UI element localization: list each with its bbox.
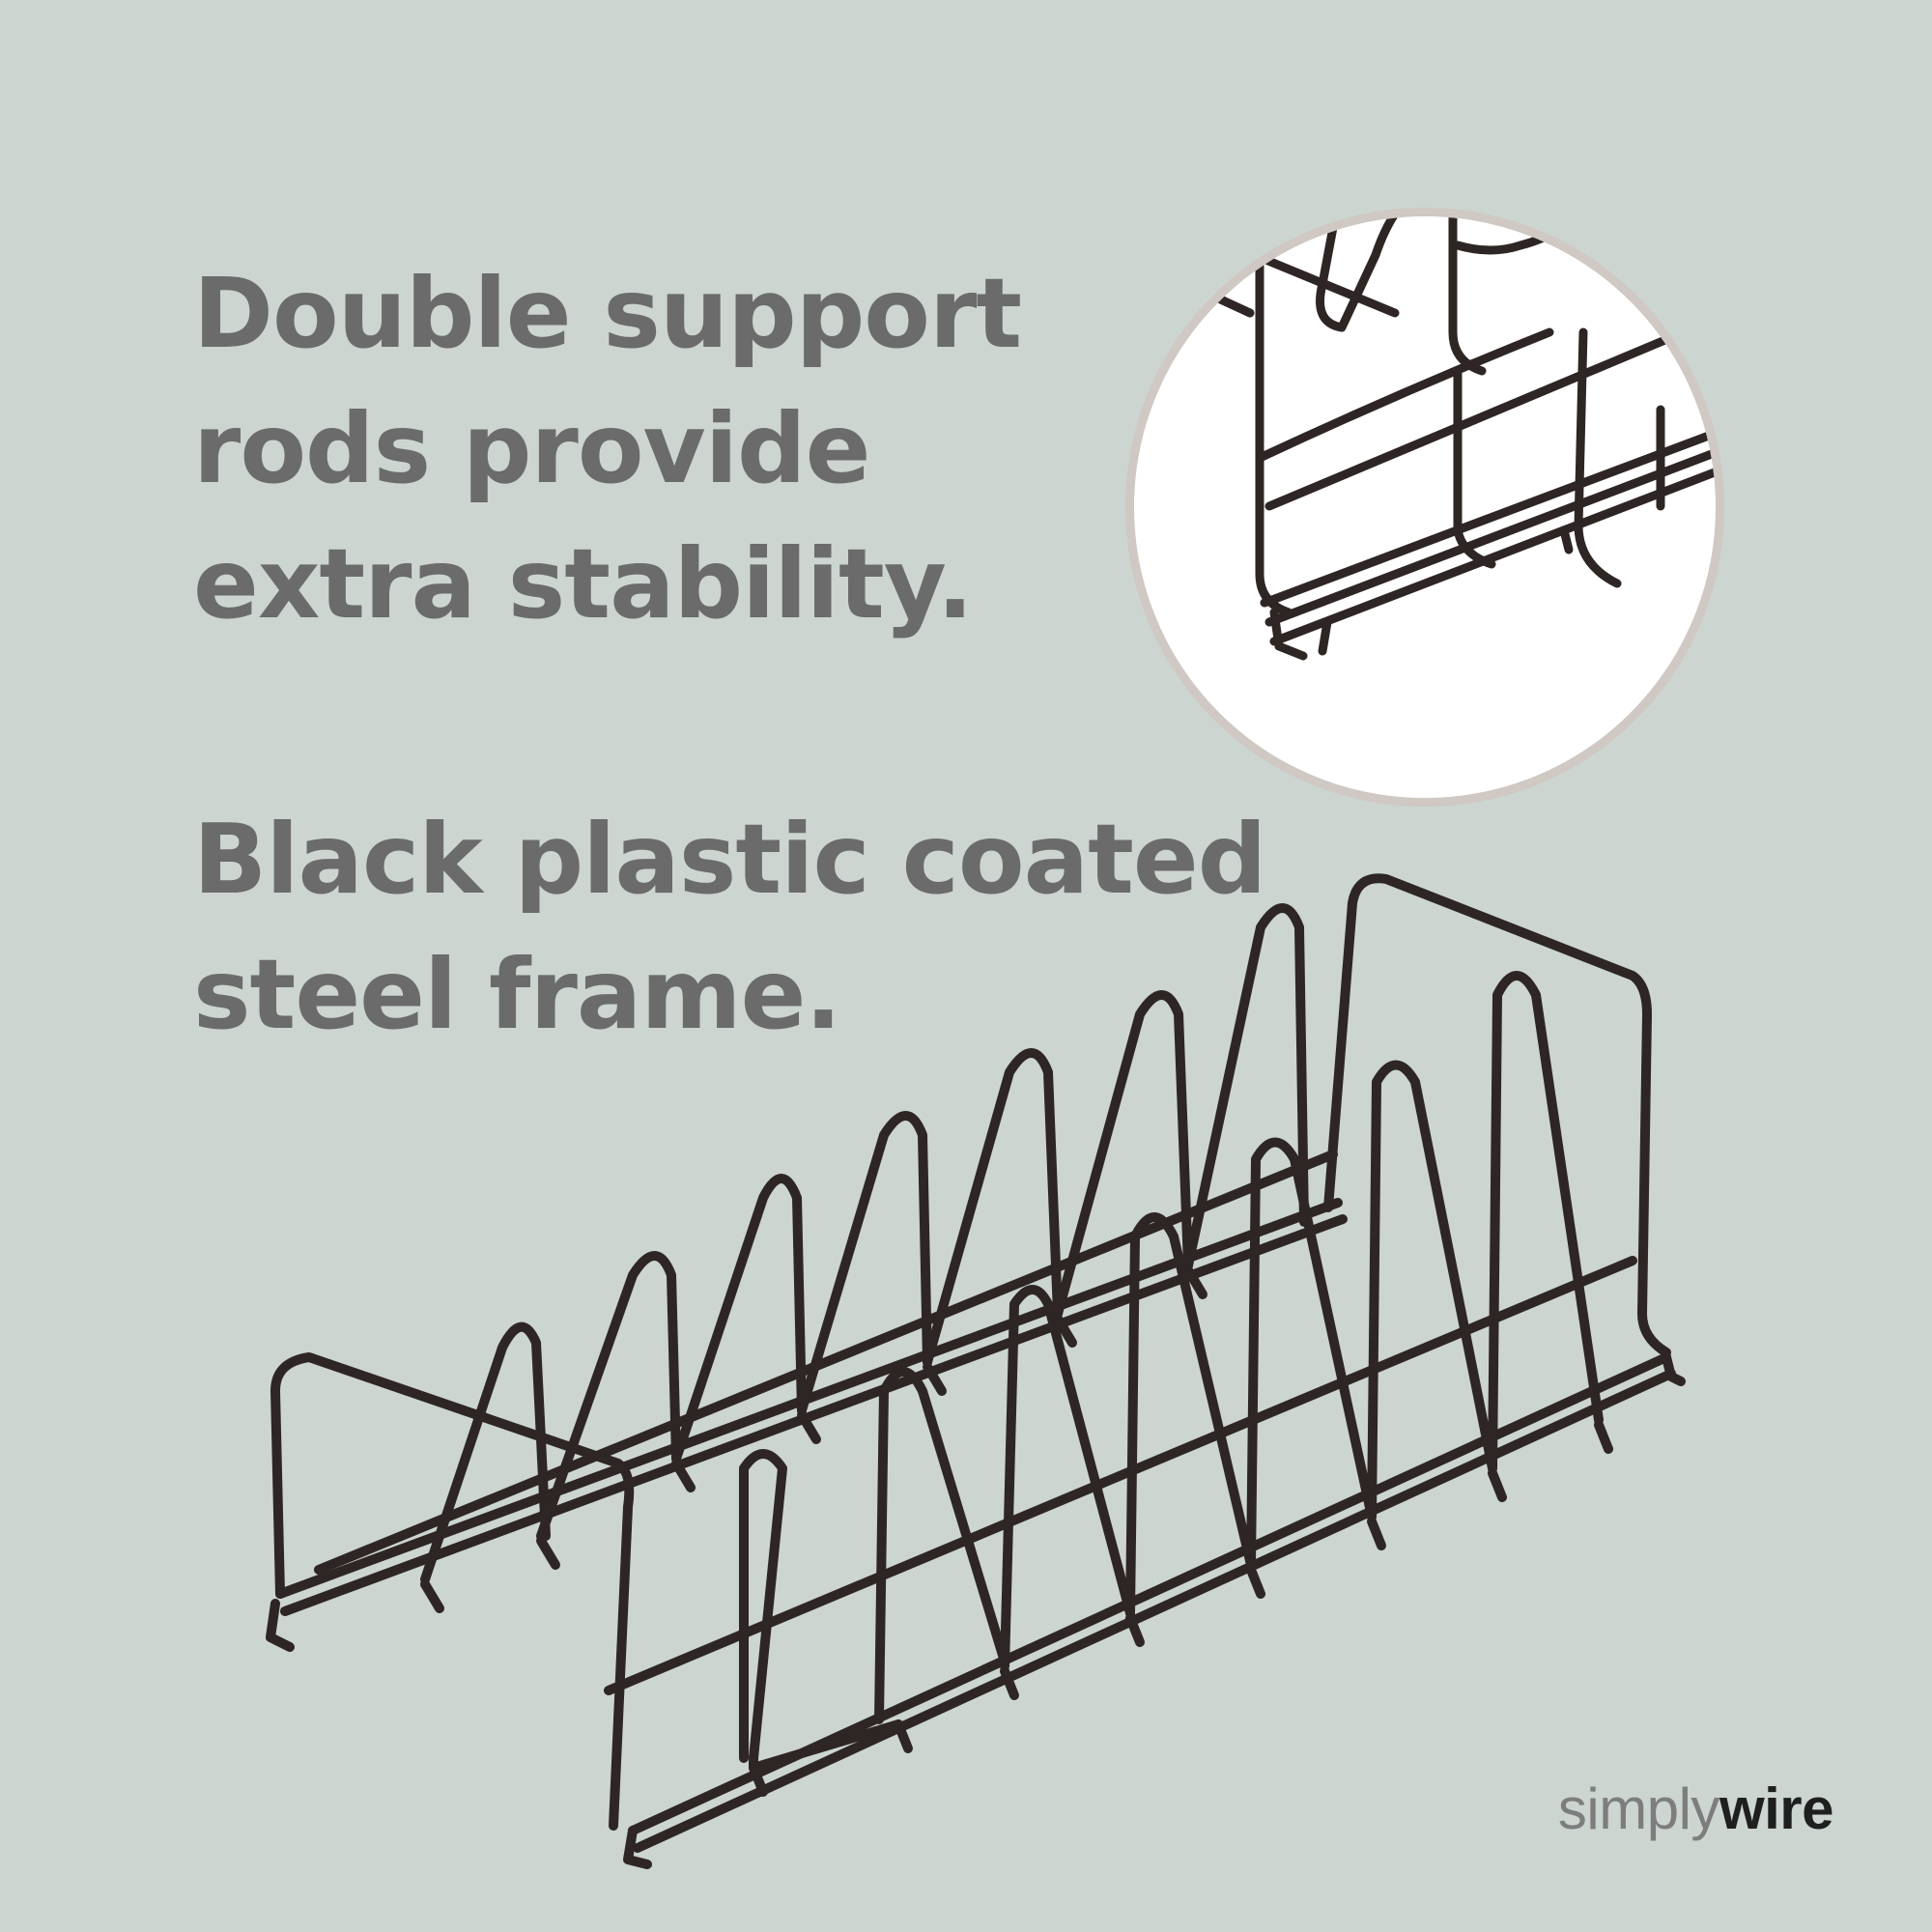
headline-stability-line-1: Double support	[193, 257, 1022, 370]
headline-frame-line-2: steel frame.	[193, 938, 841, 1051]
detail-inset-image	[1125, 208, 1724, 807]
headline-frame-line-1: Black plastic coated	[193, 803, 1266, 916]
brand-logo: simplywire	[1557, 1776, 1834, 1843]
headline-stability-line-2: rods provide	[193, 392, 870, 505]
brand-logo-prefix: simply	[1557, 1776, 1720, 1841]
headline-stability-line-3: extra stability.	[193, 527, 974, 640]
headline-frame: Black plastic coated steel frame.	[193, 792, 1294, 1063]
brand-logo-suffix: wire	[1719, 1776, 1834, 1841]
headline-stability: Double support rods provide extra stabil…	[193, 246, 1024, 652]
